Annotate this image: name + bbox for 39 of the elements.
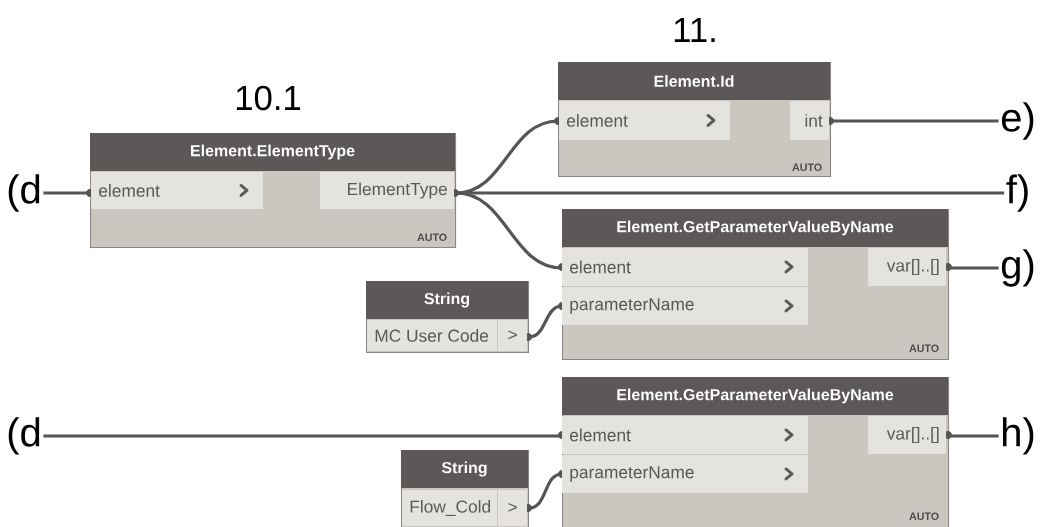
auto-label: AUTO [909,512,939,521]
wire [456,191,1005,195]
output-port: > [498,320,527,351]
input-port: element [91,172,263,209]
auto-label: AUTO [909,344,939,353]
wire [455,191,563,270]
block-title: Element.GetParameterValueByName [617,388,894,404]
step-number: 11. [674,18,715,42]
wire [949,434,999,438]
auto-label: AUTO [792,163,822,172]
auto-label: AUTO [417,233,447,242]
block-title: String [424,292,470,308]
input-port: element [559,101,730,140]
end-label: (d [8,174,40,212]
end-label: h) [1003,417,1034,455]
wire [949,266,999,270]
input-port: element [562,248,808,286]
end-label: g) [1001,249,1034,287]
wire [831,119,999,123]
output-port: var[]..[] [868,248,946,286]
output-port: ElementType [320,172,454,209]
block-title: Element.Id [654,75,734,87]
block-title: String [441,461,487,477]
wire [528,304,563,339]
block-title: Element.GetParameterValueByName [617,220,894,236]
end-label: e) [1001,102,1034,140]
wire [43,191,90,195]
output-port: > [498,490,527,526]
wire [528,472,563,510]
input-port: parameterName [562,455,808,493]
end-label: (d [8,417,40,455]
output-port: var[]..[] [868,416,946,454]
input-port: element [562,416,808,454]
wire [43,434,562,438]
block-title: Element.ElementType [191,144,355,160]
step-number: 10.1 [236,85,301,111]
input-port: parameterName [562,287,808,325]
end-label: f) [1006,174,1028,212]
output-port: int [790,101,829,140]
